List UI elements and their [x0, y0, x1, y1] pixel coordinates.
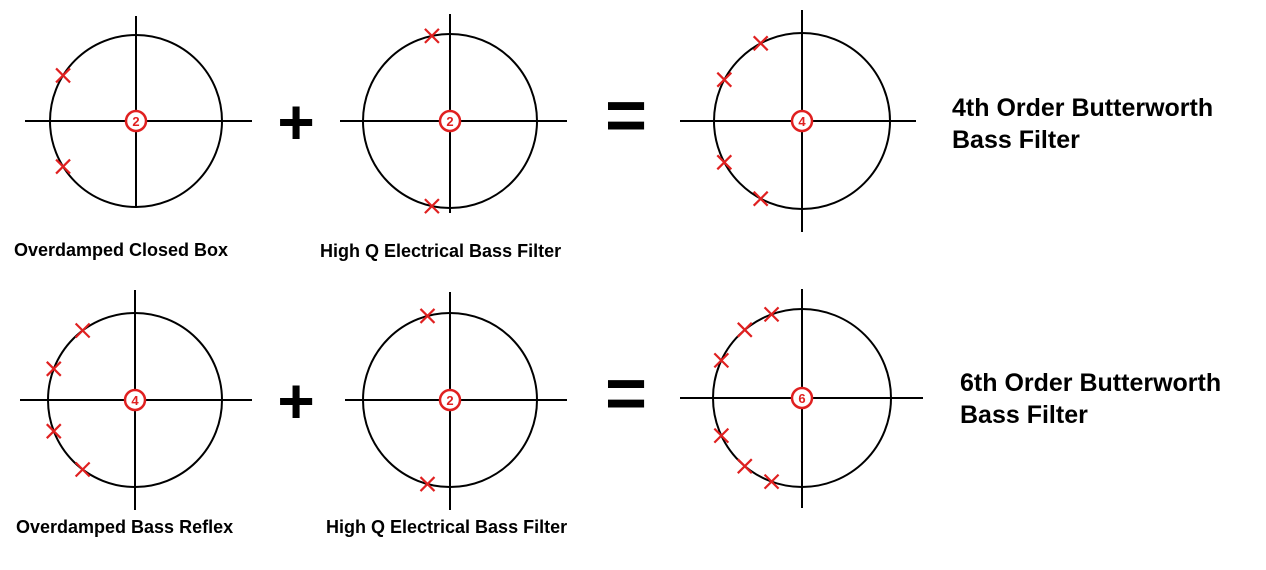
splane-plot-pole-marker: [74, 322, 91, 339]
equals-sign: =: [605, 76, 647, 156]
pole-x-stroke: [713, 352, 730, 369]
splane-plot-zero-count-marker: [124, 109, 148, 133]
result-title-line2: Bass Filter: [952, 126, 1080, 154]
splane-result-pole-marker: [763, 473, 780, 490]
pole-x-stroke: [74, 461, 91, 478]
splane-result-unit-circle: [713, 32, 891, 210]
splane-plot-2-1: 4: [20, 290, 252, 510]
splane-result-pole-marker: [716, 71, 733, 88]
result-title-line1: 4th Order Butterworth: [952, 94, 1214, 122]
splane-plot-1-1: 2: [25, 16, 252, 208]
pole-x-stroke: [763, 473, 780, 490]
splane-plot-pole-marker: [46, 361, 62, 377]
splane-result-plot-2: 6: [680, 289, 923, 508]
plot-label-overdamped-closed-box: Overdamped Closed Box: [14, 240, 229, 260]
result-title-4th-order: 4th Order Butterworth Bass Filter: [952, 92, 1213, 156]
splane-plot-1-2: 2: [340, 14, 567, 214]
pole-x-stroke: [716, 154, 733, 171]
splane-plot-zero-count-label: 2: [132, 114, 139, 129]
splane-plot-pole-marker: [46, 423, 62, 439]
splane-plot-unit-circle: [362, 312, 538, 488]
result-title-6th-order: 6th Order Butterworth Bass Filter: [960, 367, 1221, 431]
splane-result-pole-marker: [716, 154, 733, 171]
splane-plot-pole-marker: [424, 28, 440, 44]
plus-sign: +: [277, 365, 314, 437]
splane-plot-pole-marker: [74, 461, 91, 478]
pole-x-stroke: [752, 190, 769, 207]
diagram-row-2: 4 2 6 + =: [20, 289, 923, 510]
pole-x-stroke: [46, 423, 62, 439]
splane-result-zero-count-label: 6: [798, 391, 805, 406]
pole-x-stroke: [46, 361, 62, 377]
equals-sign: =: [605, 354, 647, 434]
splane-plot-pole-marker: [419, 308, 436, 324]
pole-x-stroke: [737, 458, 753, 474]
splane-plot-pole-marker: [419, 476, 436, 492]
splane-result-plot-1: 4: [680, 10, 916, 232]
splane-result-pole-marker: [737, 322, 753, 338]
splane-plot-zero-count-label: 4: [131, 393, 139, 408]
splane-plot-unit-circle: [47, 312, 223, 488]
splane-result-zero-count-label: 4: [798, 114, 806, 129]
splane-plot-zero-count-marker: [123, 388, 147, 412]
splane-result-zero-count-marker: [790, 386, 814, 410]
splane-result-pole-marker: [763, 306, 780, 323]
pole-x-stroke: [716, 71, 733, 88]
diagram-row-1: 2 2 4 + =: [25, 10, 916, 232]
pole-x-stroke: [419, 476, 436, 492]
pole-x-stroke: [424, 28, 440, 44]
splane-result-pole-marker: [752, 35, 769, 52]
splane-plot-zero-count-marker: [438, 388, 462, 412]
splane-plot-pole-marker: [424, 198, 440, 214]
splane-result-zero-count-marker: [790, 109, 814, 133]
splane-plot-zero-count-label: 2: [446, 114, 453, 129]
splane-result-pole-marker: [713, 427, 730, 444]
plus-sign: +: [277, 86, 314, 158]
splane-plot-2-2: 2: [345, 292, 567, 510]
splane-plot-zero-count-marker: [438, 109, 462, 133]
pole-x-stroke: [752, 35, 769, 52]
splane-plot-unit-circle: [49, 34, 223, 208]
pole-x-stroke: [55, 158, 71, 175]
pole-x-stroke: [424, 198, 440, 214]
plot-label-high-q-filter-2: High Q Electrical Bass Filter: [326, 517, 568, 537]
pole-x-stroke: [713, 427, 730, 444]
result-title-line2: Bass Filter: [960, 401, 1088, 429]
plot-label-high-q-filter-1: High Q Electrical Bass Filter: [320, 241, 562, 261]
result-title-line1: 6th Order Butterworth: [960, 369, 1222, 397]
pole-x-stroke: [55, 67, 71, 84]
pole-x-stroke: [419, 308, 436, 324]
plot-label-overdamped-bass-reflex: Overdamped Bass Reflex: [16, 517, 234, 537]
splane-plot-pole-marker: [55, 158, 71, 175]
splane-plot-zero-count-label: 2: [446, 393, 453, 408]
splane-result-pole-marker: [752, 190, 769, 207]
splane-result-unit-circle: [712, 308, 892, 488]
splane-result-pole-marker: [737, 458, 753, 474]
pole-x-stroke: [737, 322, 753, 338]
splane-result-pole-marker: [713, 352, 730, 369]
pole-x-stroke: [763, 306, 780, 323]
splane-plot-unit-circle: [362, 33, 538, 209]
pole-x-stroke: [74, 322, 91, 339]
splane-plot-pole-marker: [55, 67, 71, 84]
